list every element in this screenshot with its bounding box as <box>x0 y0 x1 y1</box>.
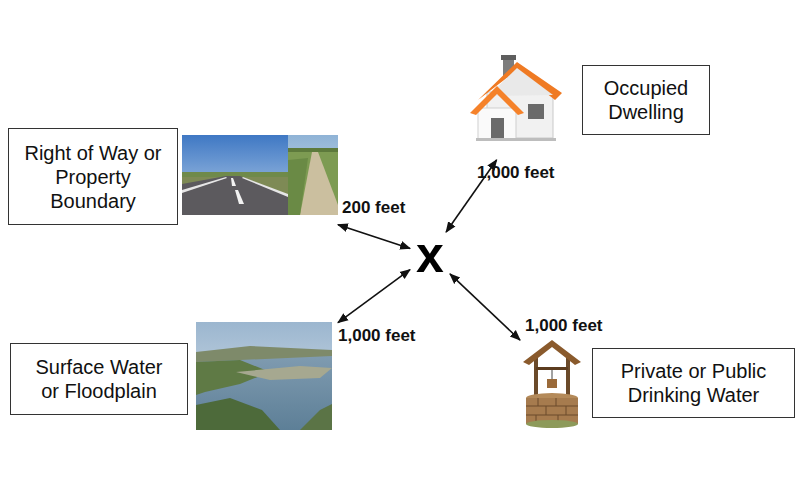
feature-group: Right of Way or Property Boundary <box>8 128 338 225</box>
road-photo <box>182 135 288 215</box>
feature-label: Private or Public Drinking Water <box>603 359 784 407</box>
feature-label: Occupied Dwelling <box>591 76 701 124</box>
feature-group: Occupied Dwelling <box>470 55 710 160</box>
site-mark: x <box>416 230 444 280</box>
label-box: Surface Water or Floodplain <box>10 343 188 415</box>
marker-holder: x <box>410 232 450 278</box>
feature-group: Private or Public Drinking Water <box>520 340 795 425</box>
distance-arrow <box>338 270 410 323</box>
distance-arrow <box>450 274 520 340</box>
site-marker: x <box>410 232 450 278</box>
distance-arrow <box>446 160 496 232</box>
feature-label: Surface Water or Floodplain <box>25 355 173 403</box>
distance-label: 200 feet <box>342 198 405 218</box>
house-icon <box>470 55 562 141</box>
label-box: Private or Public Drinking Water <box>592 348 795 418</box>
gravel-road-photo <box>288 135 338 215</box>
distance-label: 1,000 feet <box>525 316 603 336</box>
feature-group: Surface Water or Floodplain <box>10 322 338 430</box>
label-box: Right of Way or Property Boundary <box>8 128 178 225</box>
distance-label: 1,000 feet <box>477 163 555 183</box>
river-photo <box>196 322 332 430</box>
distance-label: 1,000 feet <box>338 326 416 346</box>
distance-arrow <box>338 225 410 249</box>
label-box: Occupied Dwelling <box>582 65 710 135</box>
feature-label: Right of Way or Property Boundary <box>19 141 167 213</box>
well-icon <box>523 340 581 428</box>
